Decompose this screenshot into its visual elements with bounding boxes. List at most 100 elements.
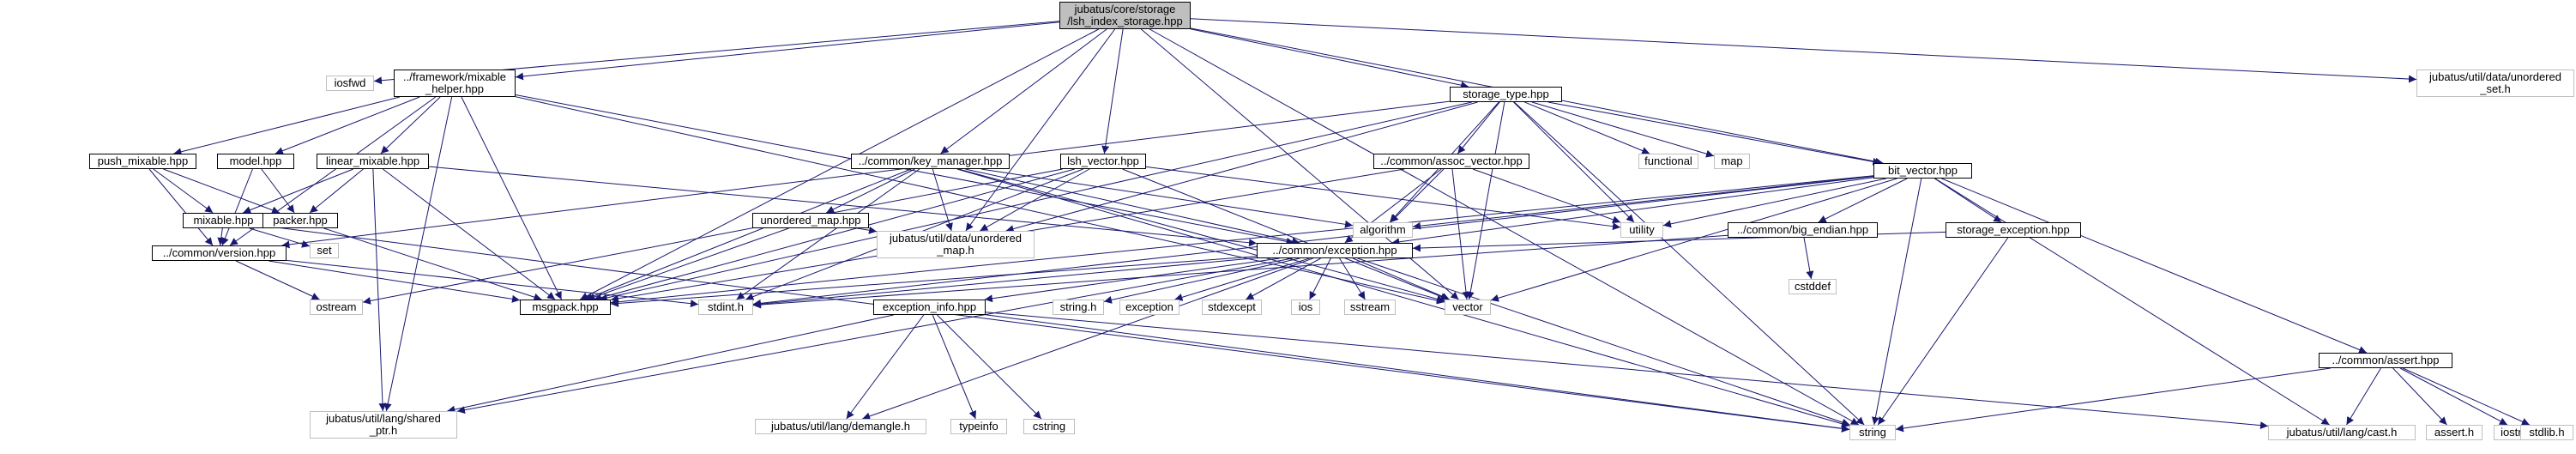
edge-big_endian-to-stdint — [752, 234, 1728, 309]
node-storage-exception[interactable]: storage_exception.hpp — [1946, 222, 2081, 238]
edge-assert_hpp-to-cast — [2346, 367, 2381, 426]
edge-lsh_vector-to-ostream — [362, 168, 1063, 305]
node-exception-hpp[interactable]: ../common/exception.hpp — [1257, 243, 1413, 258]
edge-bit_vector-to-assert_hpp — [1941, 178, 2368, 354]
edge-bit_vector-to-cast — [1934, 178, 2330, 426]
edge-mixable_helper-to-push_mixable — [173, 96, 401, 156]
node-cast[interactable]: jubatus/util/lang/cast.h — [2268, 425, 2416, 440]
edge-model-to-version — [221, 168, 253, 246]
node-mixable-helper[interactable]: ../framework/mixable _helper.hpp — [394, 70, 516, 97]
edge-bit_vector-to-big_endian — [1818, 178, 1908, 223]
node-ios[interactable]: ios — [1291, 300, 1320, 315]
edge-key_manager-to-string — [956, 168, 1850, 428]
edge-mixable_helper-to-model — [274, 96, 420, 154]
node-version[interactable]: ../common/version.hpp — [152, 245, 287, 261]
node-stdlib[interactable]: stdlib.h — [2520, 425, 2573, 440]
edge-assoc_vector-to-algorithm — [1390, 168, 1445, 223]
node-lsh-vector[interactable]: lsh_vector.hpp — [1060, 154, 1146, 169]
node-linear-mixable[interactable]: linear_mixable.hpp — [317, 154, 429, 169]
edge-lsh_vector-to-unordered_map_h — [980, 168, 1090, 232]
node-unordered-map-h[interactable]: jubatus/util/data/unordered _map.h — [877, 231, 1035, 258]
edge-mixable-to-set — [249, 227, 311, 248]
node-typeinfo[interactable]: typeinfo — [950, 419, 1007, 434]
edge-lsh_vector-to-vector — [1122, 168, 1449, 300]
edge-assoc_vector-to-utility — [1472, 168, 1621, 224]
edge-lsh_vector-to-msgpack — [594, 168, 1075, 301]
node-unordered-map-hpp[interactable]: unordered_map.hpp — [752, 213, 869, 228]
node-string[interactable]: string — [1849, 425, 1896, 440]
edge-exception_info-to-shared_ptr — [447, 314, 894, 414]
node-map[interactable]: map — [1714, 154, 1750, 169]
edge-bit_vector-to-exception_hpp — [1391, 177, 1874, 246]
edge-storage_type-to-bit_vector — [1547, 101, 1881, 166]
edge-key_manager-to-exception_hpp — [965, 168, 1300, 245]
node-stdexcept[interactable]: stdexcept — [1202, 300, 1262, 315]
node-exception[interactable]: exception — [1119, 300, 1179, 315]
node-demangle[interactable]: jubatus/util/lang/demangle.h — [755, 419, 926, 434]
edge-root-to-unordered_map_h — [965, 28, 1116, 232]
node-key-manager[interactable]: ../common/key_manager.hpp — [851, 154, 1010, 169]
edge-storage_type-to-vector — [1466, 101, 1505, 300]
node-cstddef[interactable]: cstddef — [1789, 279, 1837, 294]
node-assert-hpp[interactable]: ../common/assert.hpp — [2319, 353, 2452, 368]
edge-storage_type-to-version — [281, 100, 1451, 249]
node-bit-vector[interactable]: bit_vector.hpp — [1873, 163, 1972, 179]
edge-assert_hpp-to-string — [1895, 367, 2331, 433]
edge-linear_mixable-to-mixable — [243, 168, 353, 214]
edge-root-to-key_manager — [940, 28, 1107, 154]
node-mixable[interactable]: mixable.hpp — [183, 213, 264, 228]
edge-root-to-mixable_helper — [515, 21, 1060, 81]
node-stdint[interactable]: stdint.h — [698, 300, 753, 315]
node-iosfwd[interactable]: iosfwd — [326, 76, 374, 91]
edge-exception_info-to-typeinfo — [932, 314, 976, 420]
edge-exception_hpp-to-stdexcept — [1246, 257, 1321, 300]
node-string-h[interactable]: string.h — [1053, 300, 1104, 315]
edge-bit_vector-to-storage_exception — [1934, 178, 2002, 223]
node-storage-type[interactable]: storage_type.hpp — [1450, 87, 1562, 102]
edge-root-to-msgpack — [580, 28, 1100, 300]
node-exception-info[interactable]: exception_info.hpp — [873, 300, 986, 315]
edge-root-to-lsh_vector — [1101, 28, 1124, 154]
edge-storage_type-to-msgpack — [599, 101, 1472, 302]
edge-lsh_vector-to-utility — [1145, 166, 1621, 231]
node-functional[interactable]: functional — [1638, 154, 1698, 169]
edge-key_manager-to-algorithm — [980, 168, 1354, 228]
edge-bit_vector-to-stdint — [752, 176, 1874, 307]
node-msgpack[interactable]: msgpack.hpp — [520, 300, 611, 315]
edge-version-to-msgpack — [268, 260, 521, 303]
node-ostream[interactable]: ostream — [310, 300, 363, 315]
edge-model-to-packer — [261, 168, 295, 214]
node-packer[interactable]: packer.hpp — [262, 213, 338, 228]
edge-exception_hpp-to-stdint — [752, 257, 1258, 308]
node-assert-h[interactable]: assert.h — [2426, 425, 2482, 440]
edge-exception_hpp-to-shared_ptr — [456, 257, 1293, 415]
edge-key_manager-to-msgpack — [584, 168, 912, 300]
node-lsh-index-storage[interactable]: jubatus/core/storage /lsh_index_storage.… — [1059, 2, 1191, 29]
edge-linear_mixable-to-msgpack — [383, 168, 556, 300]
node-algorithm[interactable]: algorithm — [1353, 222, 1413, 238]
node-utility[interactable]: utility — [1620, 222, 1663, 238]
node-model[interactable]: model.hpp — [217, 154, 294, 169]
node-sstream[interactable]: sstream — [1344, 300, 1396, 315]
edge-root-to-string — [1149, 28, 1860, 426]
edge-mixable-to-version — [217, 227, 226, 246]
edge-linear_mixable-to-shared_ptr — [372, 168, 387, 412]
edge-linear_mixable-to-packer — [309, 168, 364, 214]
node-push-mixable[interactable]: push_mixable.hpp — [89, 154, 196, 169]
edge-mixable_helper-to-vector — [515, 96, 1445, 305]
node-set[interactable]: set — [310, 243, 339, 258]
edge-assert_hpp-to-iostream — [2399, 367, 2508, 426]
edge-storage_type-to-functional — [1524, 101, 1650, 154]
node-cstring[interactable]: cstring — [1023, 419, 1075, 434]
node-unordered-set[interactable]: jubatus/util/data/unordered _set.h — [2416, 70, 2574, 97]
edge-packer-to-msgpack — [323, 227, 542, 301]
node-vector[interactable]: vector — [1445, 300, 1491, 315]
node-shared-ptr[interactable]: jubatus/util/lang/shared _ptr.h — [310, 411, 457, 439]
edge-push_mixable-to-version — [148, 168, 214, 246]
edge-bit_vector-to-algorithm — [1412, 175, 1874, 230]
edge-bit_vector-to-utility — [1662, 178, 1886, 228]
edge-mixable_helper-to-linear_mixable — [380, 96, 441, 154]
node-big-endian[interactable]: ../common/big_endian.hpp — [1728, 222, 1878, 238]
node-assoc-vector[interactable]: ../common/assoc_vector.hpp — [1373, 154, 1529, 169]
